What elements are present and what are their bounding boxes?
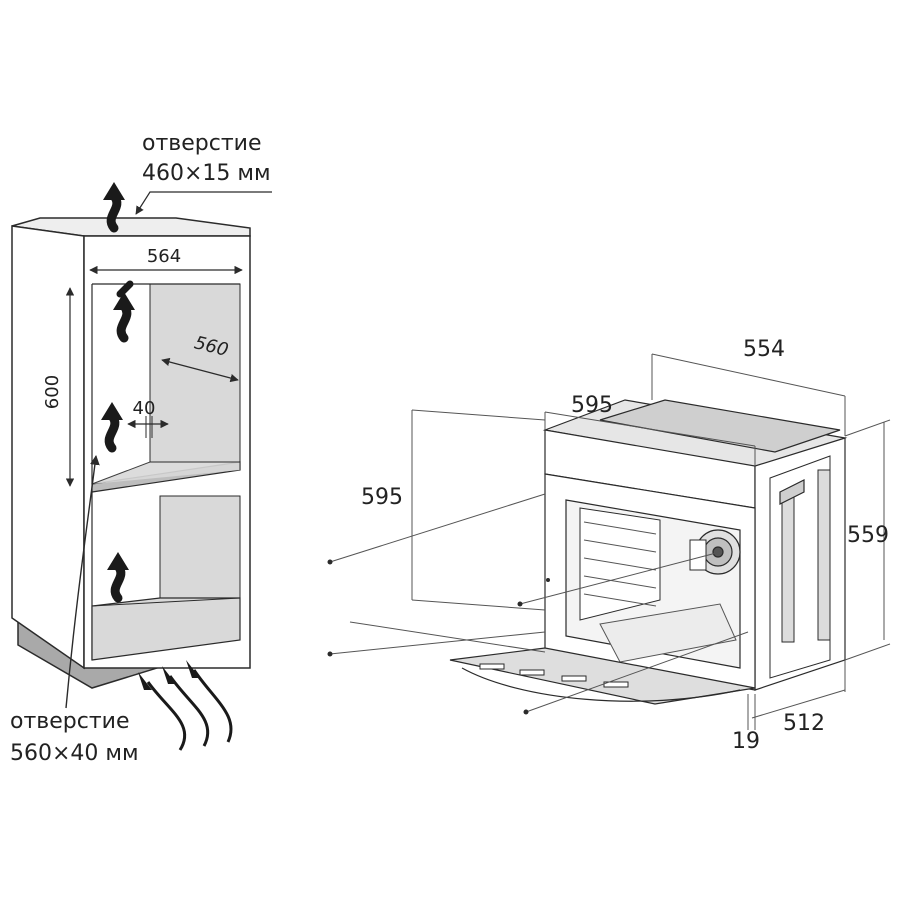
dim-label-564: 564 bbox=[147, 246, 181, 267]
dim-label-600: 600 bbox=[42, 375, 63, 409]
lower-niche-back-wall bbox=[159, 495, 241, 599]
oven-drawing bbox=[449, 399, 848, 705]
door-vent-slots bbox=[479, 663, 629, 688]
top-opening-size: 460×15 мм bbox=[142, 161, 271, 186]
cabinet-side-panel bbox=[11, 225, 85, 670]
dim-label-595-height: 595 bbox=[361, 485, 403, 510]
bottom-opening-size: 560×40 мм bbox=[10, 741, 139, 766]
bottom-opening-leader bbox=[65, 455, 100, 709]
top-opening-label: отверстие bbox=[142, 131, 262, 156]
dim-line-560 bbox=[161, 357, 239, 383]
cabinet-drawing: 564 560 600 40 отверстие 460×15 мм отвер… bbox=[10, 131, 272, 766]
screw-points-icon bbox=[327, 559, 550, 715]
upper-niche-back-wall bbox=[149, 283, 241, 463]
lower-floor bbox=[91, 597, 241, 661]
dim-label-512: 512 bbox=[783, 711, 825, 736]
oven-open-door bbox=[449, 647, 756, 705]
inflow-arrows-icon bbox=[146, 669, 233, 751]
dim-label-554: 554 bbox=[743, 337, 785, 362]
oven-side-handle bbox=[779, 479, 805, 505]
oven-dimensions bbox=[329, 353, 891, 730]
oven-side-body bbox=[754, 437, 846, 691]
dim-label-19: 19 bbox=[732, 729, 760, 754]
bottom-opening-label: отверстие bbox=[10, 709, 130, 734]
dim-label-559: 559 bbox=[847, 523, 889, 548]
dim-label-595-width: 595 bbox=[571, 393, 613, 418]
oven-racks bbox=[583, 521, 737, 663]
top-opening-leader bbox=[135, 191, 272, 215]
air-arrow-small-icon bbox=[116, 280, 134, 298]
dim-label-40: 40 bbox=[133, 398, 156, 419]
